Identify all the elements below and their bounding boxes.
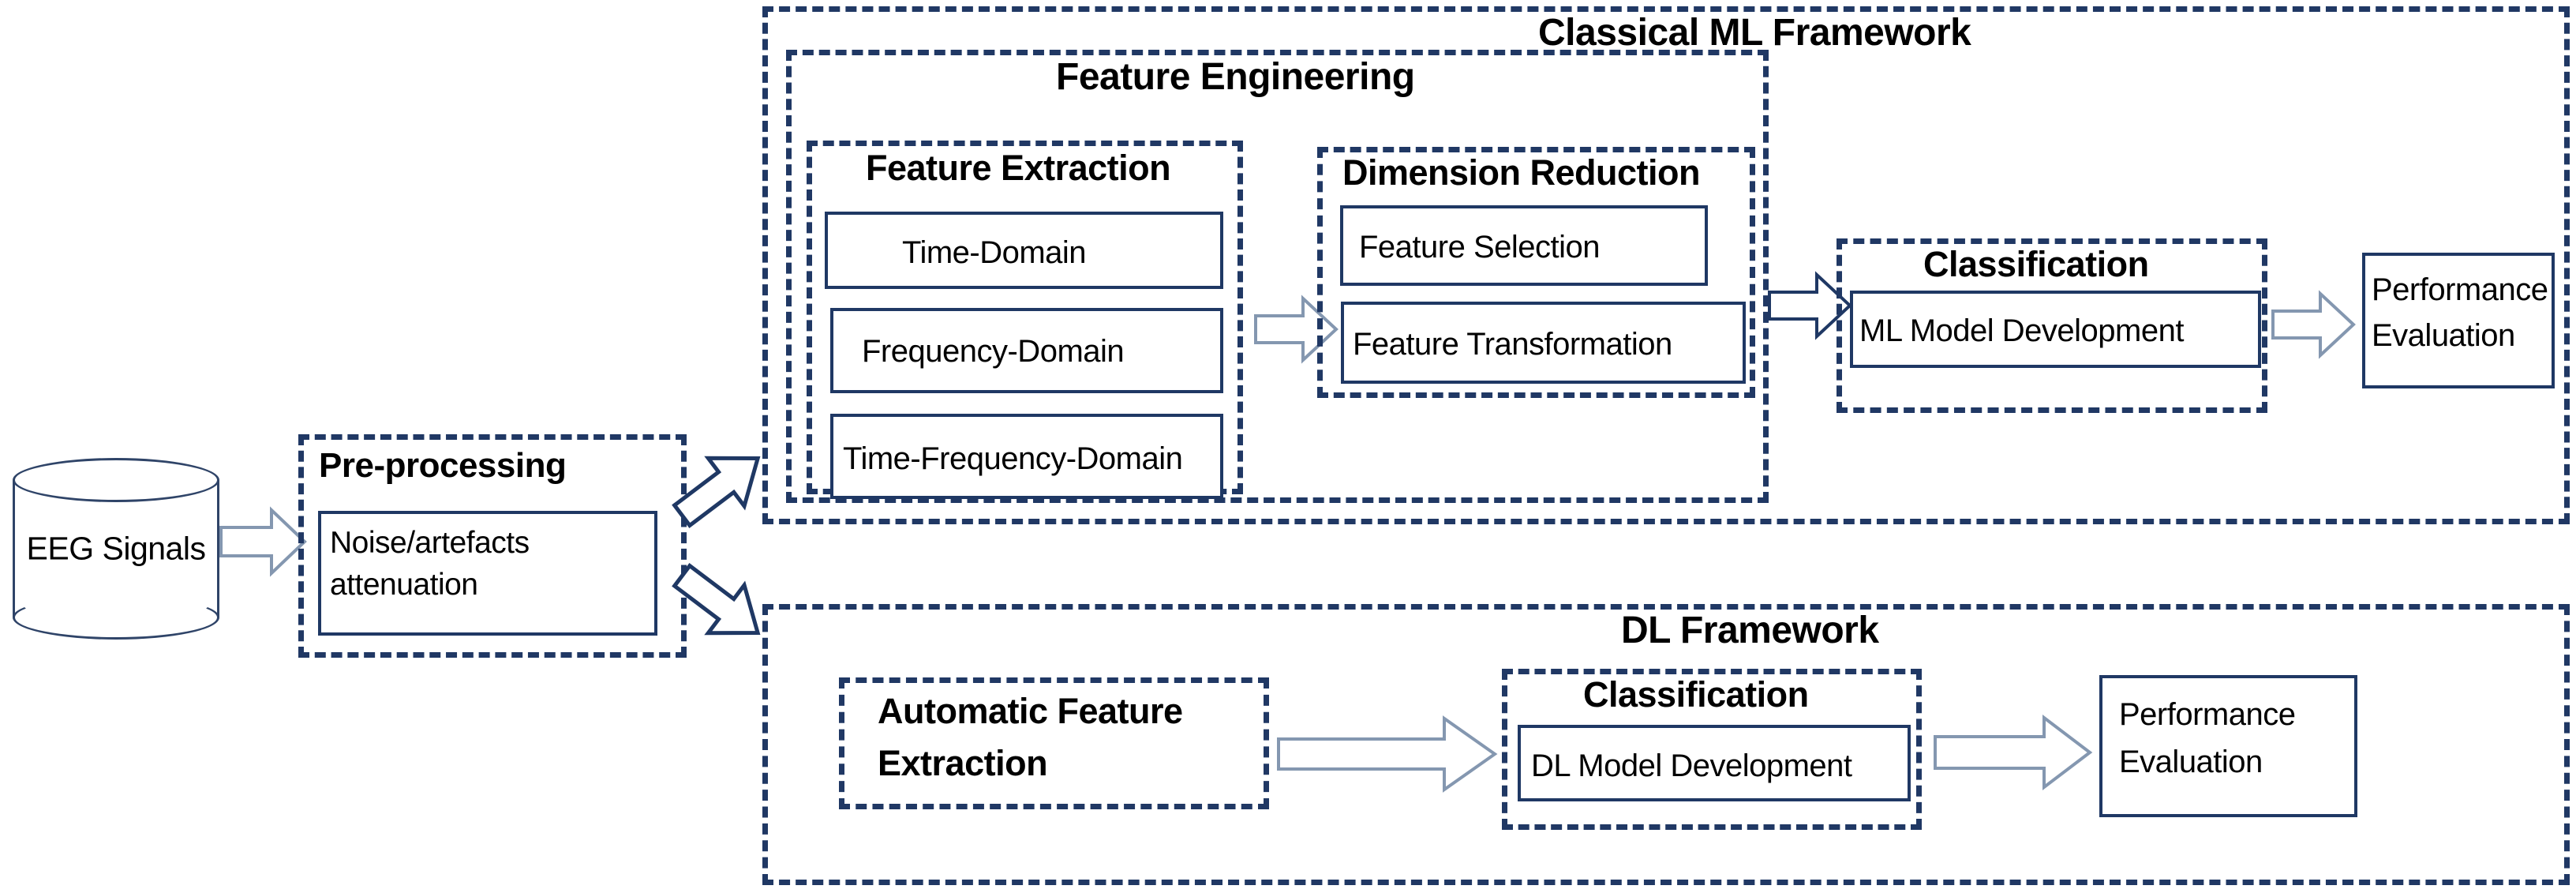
arrow-dimension-reduction-to-classification	[1768, 268, 1852, 343]
noise-artefacts-box	[318, 511, 657, 636]
dl-performance-evaluation-line2: Evaluation	[2119, 745, 2263, 779]
dimension-reduction-item-feature-transformation	[1341, 302, 1746, 384]
ml-performance-evaluation-line2: Evaluation	[2372, 318, 2515, 353]
dl-classification-group	[1502, 669, 1922, 830]
eeg-signals-label: EEG Signals	[26, 530, 206, 567]
cylinder-top-ellipse	[13, 458, 219, 502]
feature-extraction-item-frequency-domain	[830, 308, 1223, 393]
feature-extraction-item-time-domain-label: Time-Domain	[902, 235, 1087, 270]
feature-extraction-item-time-domain	[825, 212, 1223, 289]
dl-framework-title: DL Framework	[1621, 610, 1879, 651]
arrow-preprocessing-to-dl	[669, 557, 772, 652]
feature-extraction-item-time-frequency-domain-label: Time-Frequency-Domain	[843, 441, 1183, 476]
dimension-reduction-title: Dimension Reduction	[1342, 152, 1701, 193]
dl-model-development-label: DL Model Development	[1531, 749, 1852, 783]
dl-model-development-box	[1518, 725, 1911, 801]
dimension-reduction-item-feature-selection	[1340, 205, 1708, 286]
automatic-feature-extraction-line1: Automatic Feature	[878, 691, 1183, 731]
feature-engineering-group	[786, 50, 1769, 503]
dimension-reduction-group	[1317, 147, 1755, 398]
arrow-ml-classification-to-performance	[2271, 287, 2356, 362]
ml-performance-evaluation-line1: Performance	[2372, 272, 2548, 307]
noise-artefacts-label: Noise/artefacts attenuation	[330, 526, 530, 602]
dl-performance-evaluation-box	[2099, 675, 2357, 817]
cylinder-body	[13, 480, 219, 617]
ml-model-development-box	[1850, 291, 2261, 368]
feature-engineering-title: Feature Engineering	[1056, 56, 1415, 98]
feature-extraction-item-frequency-domain-label: Frequency-Domain	[862, 334, 1125, 369]
dl-framework-group	[762, 604, 2570, 885]
automatic-feature-extraction-line2: Extraction	[878, 743, 1048, 783]
arrow-dl-classification-to-performance	[1934, 713, 2093, 792]
cylinder-bottom-ellipse	[13, 595, 219, 640]
dl-classification-title: Classification	[1583, 674, 1809, 715]
ml-classification-group	[1837, 238, 2267, 413]
arrow-auto-feature-extraction-to-dl-classification	[1277, 711, 1498, 797]
preprocessing-title: Pre-processing	[319, 446, 567, 485]
ml-model-development-label: ML Model Development	[1859, 313, 2184, 348]
dl-performance-evaluation-line1: Performance	[2119, 697, 2296, 732]
feature-extraction-item-time-frequency-domain	[830, 414, 1223, 499]
arrow-preprocessing-to-classical-ml	[669, 439, 772, 534]
preprocessing-group	[298, 434, 687, 658]
automatic-feature-extraction-group	[839, 677, 1269, 809]
dimension-reduction-item-feature-transformation-label: Feature Transformation	[1353, 327, 1672, 362]
arrow-eeg-to-preprocessing	[219, 504, 307, 580]
dimension-reduction-item-feature-selection-label: Feature Selection	[1359, 230, 1601, 265]
feature-extraction-title: Feature Extraction	[866, 148, 1171, 188]
ml-classification-title: Classification	[1923, 244, 2149, 284]
classical-ml-framework-title: Classical ML Framework	[1538, 12, 1971, 54]
eeg-signals-cylinder: EEG Signals	[13, 458, 219, 640]
ml-performance-evaluation-box	[2362, 253, 2555, 388]
classical-ml-framework-group	[762, 6, 2570, 524]
